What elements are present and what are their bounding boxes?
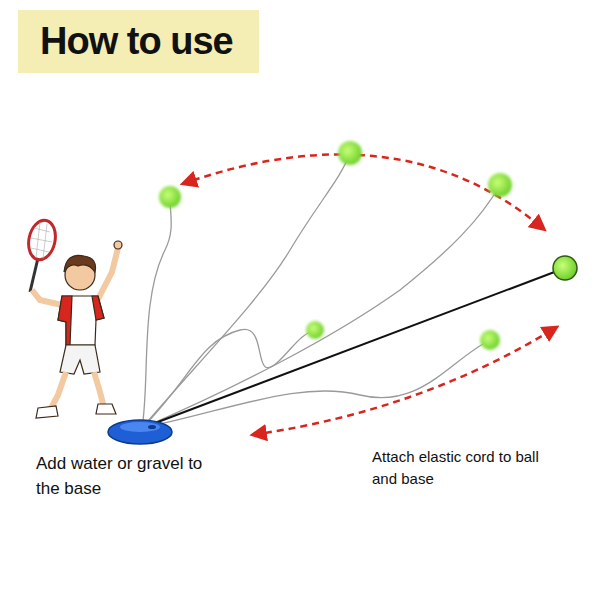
water-base	[108, 420, 172, 444]
motion-arc	[258, 330, 552, 434]
tennis-balls	[159, 141, 577, 350]
title: How to use	[40, 20, 233, 63]
elastic-cords	[142, 153, 500, 428]
title-band: How to use	[18, 10, 259, 73]
player-figure	[25, 218, 122, 418]
note-label: Add water or gravel to the base	[36, 452, 216, 501]
elastic-cord	[142, 268, 565, 428]
motion-arc	[188, 154, 540, 226]
note-label: Attach elastic cord to ball and base	[372, 446, 547, 490]
